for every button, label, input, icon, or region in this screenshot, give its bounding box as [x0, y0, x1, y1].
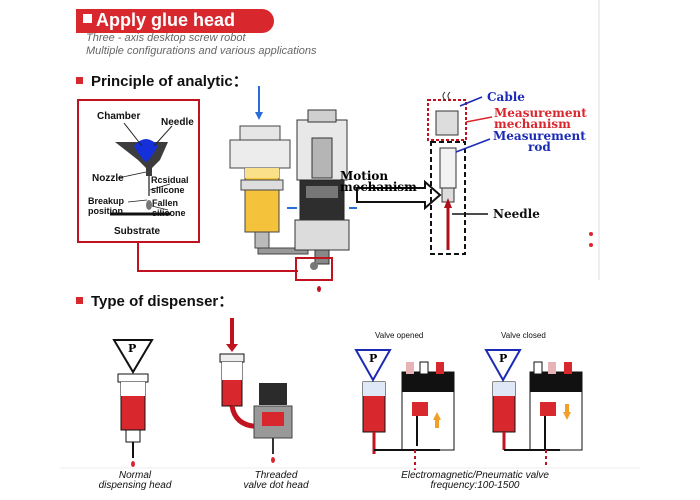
label-substrate: Substrate — [114, 226, 161, 237]
label-residual: Rcsidual silicone — [151, 175, 189, 195]
label-needle-top: Needle — [161, 117, 194, 128]
caption-electro: Electromagnetic/Pneumatic valve frequenc… — [401, 470, 549, 491]
closed-p-label: P — [499, 352, 508, 365]
caption-threaded: Threaded valve dot head — [243, 470, 309, 491]
side-dot-1 — [589, 232, 593, 236]
label-motion-mechanism: Motion mechanism — [340, 169, 417, 194]
label-measurement-mechanism: Measurement mechanism — [494, 106, 587, 131]
side-dot-2 — [589, 243, 593, 247]
label-cable: Cable — [487, 90, 525, 104]
opened-p-label: P — [369, 352, 378, 365]
principle-heading: Principle of analytic： — [91, 73, 248, 90]
label-chamber: Chamber — [97, 111, 141, 122]
section-bullet — [76, 77, 83, 84]
title-banner — [76, 9, 274, 33]
dispenser-heading: Type of dispenser： — [91, 293, 234, 310]
label-fallen: Fallen silicone — [152, 198, 186, 218]
title-bullet — [83, 14, 92, 23]
subtitle-1: Three - axis desktop screw robot — [86, 32, 246, 44]
normal-p-label: P — [128, 342, 137, 355]
caption-normal: Normal dispensing head — [98, 470, 172, 491]
label-breakup: Breakup position — [88, 196, 125, 216]
section-bullet-2 — [76, 297, 83, 304]
label-nozzle: Nozzle — [92, 173, 124, 184]
label-needle: Needle — [493, 207, 540, 221]
label-valve-closed: Valve closed — [501, 331, 546, 340]
page-title: Apply glue head — [96, 10, 236, 30]
label-measurement-rod: Measurement rod — [493, 129, 586, 154]
subtitle-2: Multiple configurations and various appl… — [86, 45, 317, 57]
right-faint-divider — [598, 0, 600, 280]
nozzle-inset-box — [77, 99, 200, 243]
label-valve-opened: Valve opened — [375, 331, 424, 340]
